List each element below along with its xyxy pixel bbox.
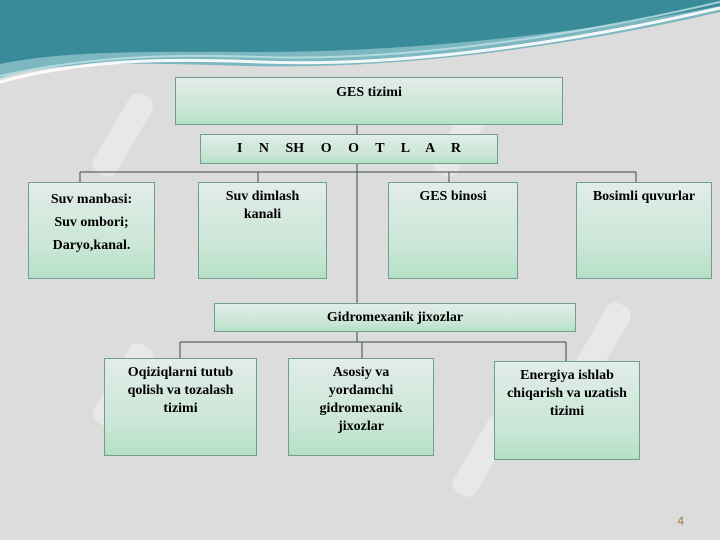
node-line: Asosiy va [332, 365, 390, 380]
node-line: Energiya ishlab [520, 368, 614, 383]
node-line: Suv ombori; [54, 215, 129, 230]
node-line: kanali [243, 207, 282, 222]
node-sediment-system: Oqiziqlarni tutub qolish va tozalash tiz… [104, 358, 257, 456]
node-line: qolish va tozalash [127, 383, 234, 398]
node-energy-system: Energiya ishlab chiqarish va uzatish tiz… [494, 361, 640, 460]
node-line: Suv manbasi: [50, 192, 133, 207]
node-line: gidromexanik [319, 401, 403, 416]
title-box: GES tizimi [175, 77, 563, 125]
node-line: Daryo,kanal. [52, 238, 131, 253]
node-penstocks: Bosimli quvurlar [576, 182, 712, 279]
subtitle-box: I N SH O O T L A R [200, 134, 498, 164]
node-power-house: GES binosi [388, 182, 518, 279]
node-main-equipment: Asosiy va yordamchi gidromexanik jixozla… [288, 358, 434, 456]
node-hydromechanical: Gidromexanik jixozlar [214, 303, 576, 332]
node-line: tizimi [549, 404, 585, 419]
title-text: GES tizimi [336, 85, 402, 100]
node-water-source: Suv manbasi: Suv ombori; Daryo,kanal. [28, 182, 155, 279]
subtitle-text: I N SH O O T L A R [236, 141, 462, 156]
node-line: tizimi [163, 401, 198, 416]
node-line: yordamchi [328, 383, 394, 398]
node-line: chiqarish va uzatish [507, 386, 627, 401]
node-line: GES binosi [419, 189, 487, 204]
page-number: 4 [677, 514, 684, 528]
node-line: jixozlar [338, 419, 384, 434]
node-line: Suv dimlash [225, 189, 300, 204]
node-dam-channel: Suv dimlash kanali [198, 182, 327, 279]
node-line: Bosimli quvurlar [592, 189, 696, 204]
node-line: Oqiziqlarni tutub [127, 365, 234, 380]
node-line: Gidromexanik jixozlar [326, 310, 464, 325]
